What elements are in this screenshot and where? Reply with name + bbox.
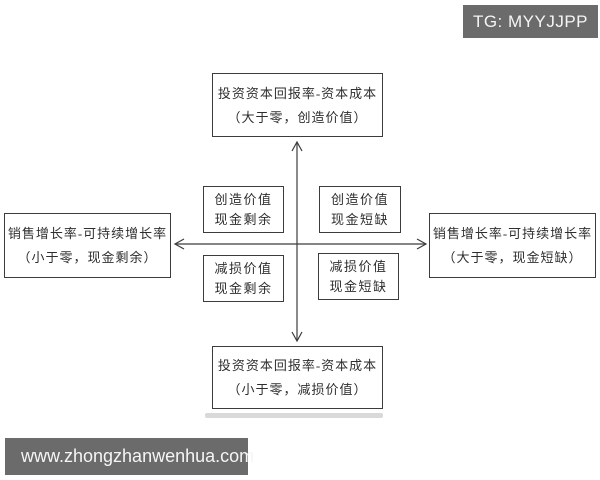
quadrant-bottom-left-box: 减损价值 现金剩余 [203,255,284,302]
website-watermark-bar: www.zhongzhanwenhua.com [5,438,254,475]
bottom-box-shadow [205,413,383,418]
quadrant-top-left-line1: 创造价值 [214,192,273,207]
left-axis-line1: 销售增长率-可持续增长率 [7,226,168,241]
bottom-axis-box: 投资资本回报率-资本成本 （小于零，减损价值） [212,346,383,409]
quadrant-bottom-right-box: 减损价值 现金短缺 [318,253,399,300]
quadrant-bottom-left-line1: 减损价值 [214,261,273,276]
bottom-axis-line1: 投资资本回报率-资本成本 [217,358,378,373]
left-axis-box: 销售增长率-可持续增长率 （小于零，现金剩余） [4,213,171,278]
telegram-watermark-text: TG: MYYJJPP [472,11,589,31]
left-axis-line2: （小于零，现金剩余） [17,250,158,265]
quadrant-top-left-line2: 现金剩余 [214,212,273,227]
right-axis-line2: （大于零，现金短缺） [442,250,583,265]
quadrant-top-right-line1: 创造价值 [330,192,389,207]
quadrant-bottom-left-line2: 现金剩余 [214,281,273,296]
telegram-watermark-badge: TG: MYYJJPP [463,5,598,38]
quadrant-bottom-right-line1: 减损价值 [329,259,388,274]
arrowhead-down-icon [291,331,303,343]
quadrant-top-right-line2: 现金短缺 [330,212,389,227]
top-axis-line2: （大于零，创造价值） [227,109,368,125]
arrowhead-left-icon [173,238,185,250]
arrowhead-right-icon [416,238,428,250]
quadrant-bottom-right-line2: 现金短缺 [329,279,388,294]
arrowhead-up-icon [291,140,303,152]
top-axis-box: 投资资本回报率-资本成本 （大于零，创造价值） [212,73,383,137]
bottom-axis-line2: （小于零，减损价值） [227,382,368,397]
right-axis-line1: 销售增长率-可持续增长率 [432,226,593,241]
website-watermark-text: www.zhongzhanwenhua.com [21,446,255,466]
quadrant-top-right-box: 创造价值 现金短缺 [319,186,401,233]
quadrant-top-left-box: 创造价值 现金剩余 [203,186,284,233]
right-axis-box: 销售增长率-可持续增长率 （大于零，现金短缺） [429,213,596,278]
top-axis-line1: 投资资本回报率-资本成本 [217,85,378,101]
